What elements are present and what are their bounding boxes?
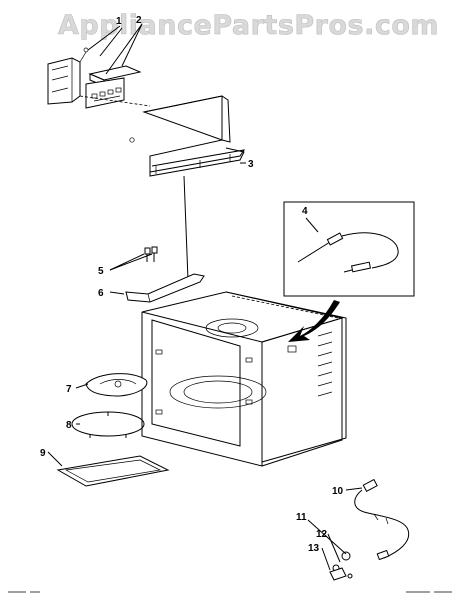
callout-2: 2: [136, 15, 142, 26]
callout-3: 3: [248, 159, 254, 170]
vertical-leader: [183, 175, 189, 281]
callout-1: 1: [116, 16, 122, 27]
part-6-bracket: [125, 273, 205, 303]
part-4-probe: [297, 232, 399, 273]
part-3-cover-panel: [129, 95, 246, 177]
callout-13: 13: [308, 543, 320, 554]
arrow-indicator: [288, 300, 340, 342]
part-4-inset-box: [283, 201, 415, 297]
callout-labels: 1 2 3 4 5 6 7 8 9 10 11 12 13: [40, 15, 344, 554]
callout-8: 8: [66, 420, 72, 431]
callout-11: 11: [296, 512, 307, 523]
callout-leaders: [47, 23, 363, 571]
watermark: AppliancePartsPros.com: [58, 10, 440, 42]
part-8-roller-ring: [71, 411, 145, 438]
part-9-glass-tray: [56, 455, 170, 487]
callout-6: 6: [98, 288, 104, 299]
part-11-13-fittings: [329, 551, 353, 581]
part-7-coupler: [85, 373, 148, 397]
callout-5: 5: [98, 266, 104, 277]
part-2-control-board: [85, 65, 142, 109]
part-1-control-bracket: [47, 47, 89, 105]
part-10-power-cord: [354, 478, 410, 561]
oven-cavity: [141, 291, 347, 467]
dash-leader: [79, 95, 151, 107]
callout-4: 4: [302, 206, 308, 217]
callout-7: 7: [66, 384, 72, 395]
part-5-screws: [144, 246, 158, 262]
callout-9: 9: [40, 448, 46, 459]
callout-12: 12: [316, 529, 328, 540]
callout-10: 10: [332, 486, 344, 497]
